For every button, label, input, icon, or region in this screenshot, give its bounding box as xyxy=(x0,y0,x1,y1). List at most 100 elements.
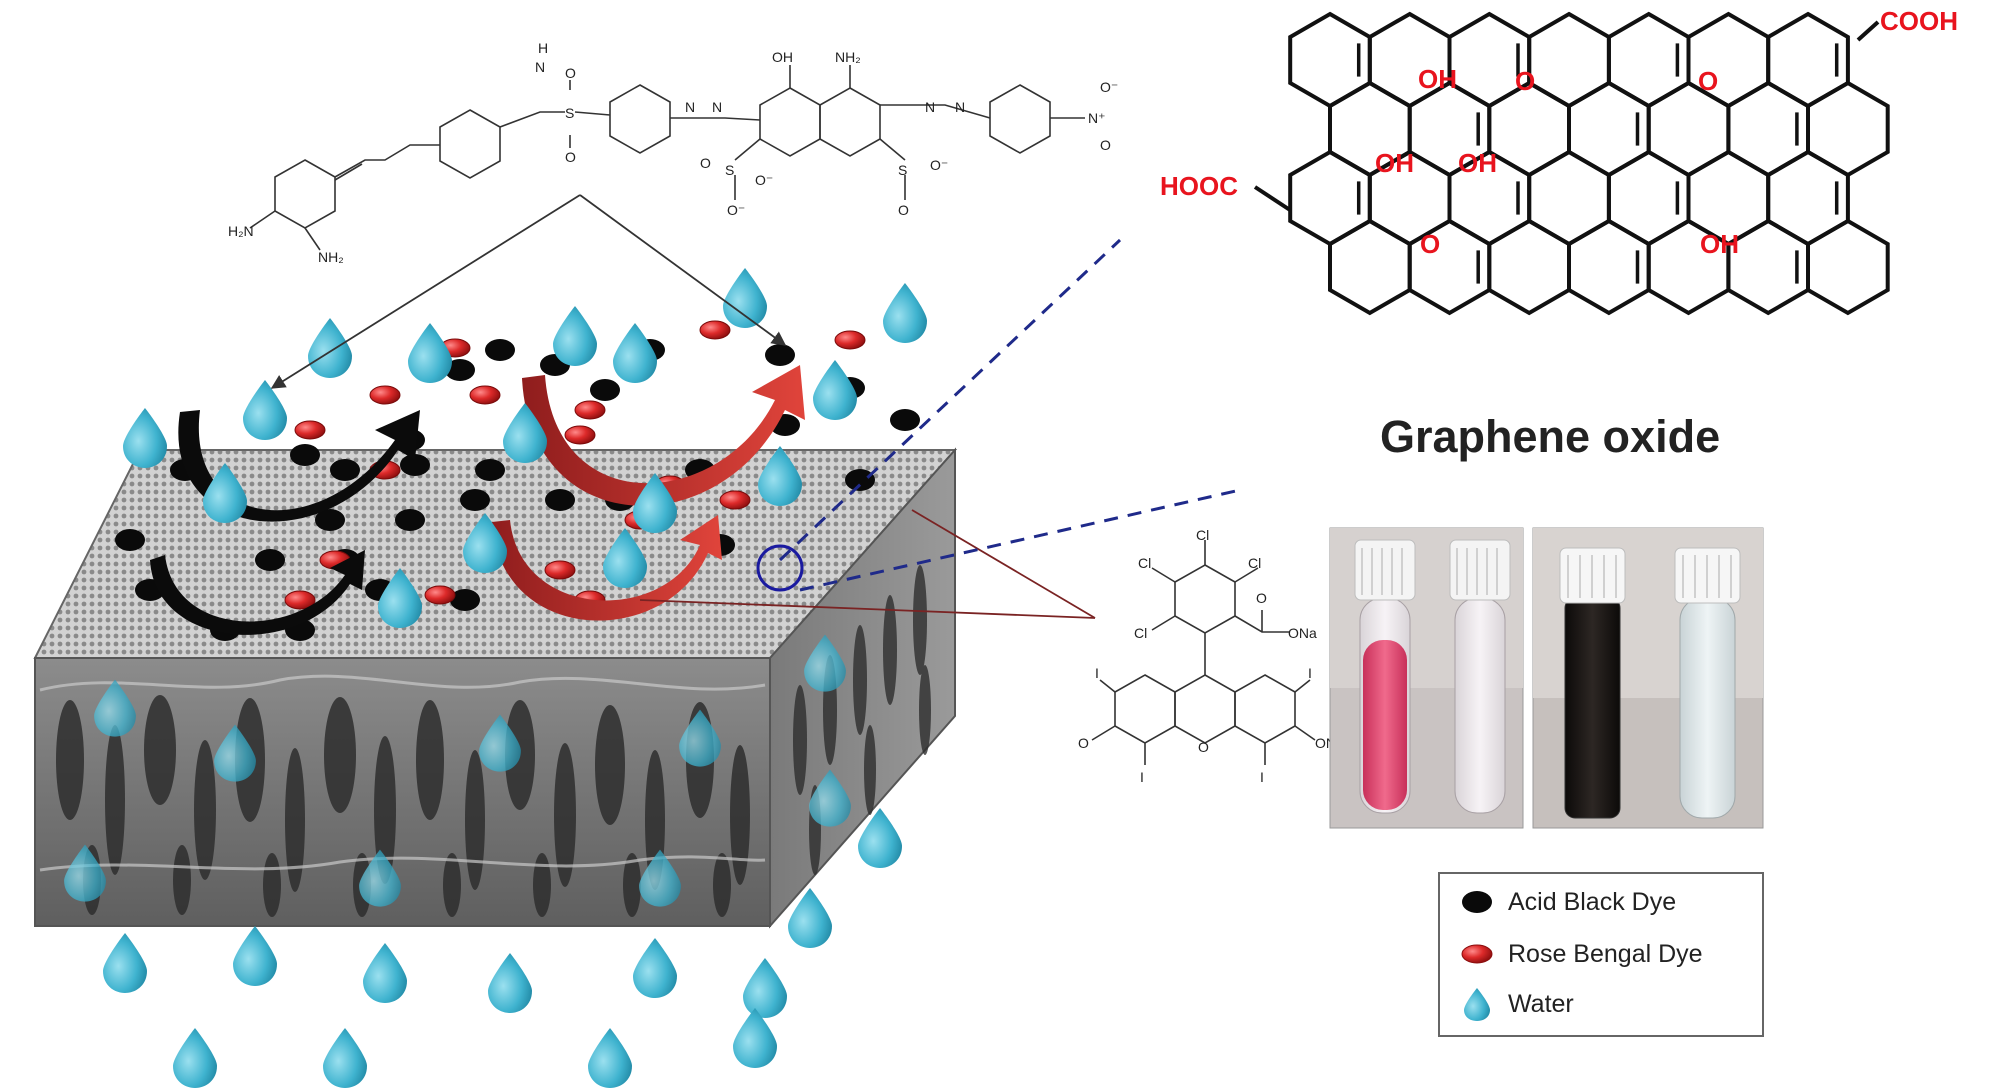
rose-bengal-particle xyxy=(424,585,456,605)
rb-atom-cl-4: Cl xyxy=(1134,625,1147,641)
rose-bengal-particle-icon xyxy=(1461,944,1493,964)
rose-bengal-particle xyxy=(469,385,501,405)
atom-nh2-ring1: NH₂ xyxy=(318,249,344,265)
atom-n-plus: N⁺ xyxy=(1088,110,1106,126)
rb-atom-ona-1: ONa xyxy=(1288,625,1317,641)
ab-ring-6 xyxy=(989,84,1051,154)
water-drop-icon xyxy=(758,446,802,506)
rose-bengal-particle xyxy=(564,425,596,445)
water-drop-icon xyxy=(363,943,407,1003)
atom-o-bottom: O xyxy=(565,149,576,165)
acid-black-particle xyxy=(450,589,480,611)
go-epoxy-2: O xyxy=(1698,66,1718,96)
atom-o-top: O xyxy=(565,65,576,81)
graphene-oxide-structure xyxy=(1253,11,1890,316)
acid-black-particle xyxy=(545,489,575,511)
rb-atom-i-4: I xyxy=(1260,769,1264,785)
acid-black-particle xyxy=(400,454,430,476)
water-drop-icon xyxy=(123,408,167,468)
rose-bengal-dye-structure xyxy=(1091,540,1316,765)
water-drop-icon xyxy=(639,849,681,907)
cooh-bond xyxy=(1253,185,1292,212)
vial-photo-acid-black xyxy=(1532,527,1764,829)
legend: Acid Black Dye Rose Bengal Dye Water xyxy=(1438,872,1764,1037)
water-drop-icon xyxy=(503,403,547,463)
rb-atom-o-carbonyl: O xyxy=(1256,590,1267,606)
atom-n: N xyxy=(535,59,545,75)
water-drop-icon xyxy=(723,268,767,328)
red-rejection-arrow-upper xyxy=(522,365,805,506)
water-drop-icon xyxy=(633,473,677,533)
atom-s: S xyxy=(565,105,574,121)
graphene-hexagon xyxy=(1328,218,1412,316)
graphene-hexagon xyxy=(1806,218,1890,316)
water-drop-icon xyxy=(883,283,927,343)
water-drop-icon xyxy=(479,714,521,772)
rose-bengal-particle xyxy=(544,560,576,580)
rb-atom-cl-3: Cl xyxy=(1248,555,1261,571)
acid-black-rejection-arrows xyxy=(150,410,420,635)
go-epoxy-3: O xyxy=(1420,229,1440,259)
acid-black-particle xyxy=(395,509,425,531)
water-drop-icon xyxy=(64,844,106,902)
water-drop-icon xyxy=(408,323,452,383)
water-drop-icon xyxy=(359,849,401,907)
acid-black-dye-structure xyxy=(249,65,1085,251)
atom-s-sulfo-1: S xyxy=(725,162,734,178)
water-drops-feed xyxy=(123,268,927,628)
atom-n-azo-2: N xyxy=(712,99,722,115)
ab-ring-4 xyxy=(759,87,821,157)
rose-bengal-particle xyxy=(699,320,731,340)
water-drop-icon xyxy=(788,888,832,948)
zoom-circle xyxy=(756,544,804,592)
rose-bengal-pointer-lines xyxy=(639,509,1096,619)
black-rejection-arrow-lower xyxy=(150,550,365,635)
water-drop-icon xyxy=(858,808,902,868)
rose-bengal-rejection-arrows xyxy=(492,365,805,621)
rb-atom-o-ring: O xyxy=(1198,739,1209,755)
water-drop-icon xyxy=(804,634,846,692)
water-drop-icon xyxy=(733,1008,777,1068)
red-rejection-arrow-lower xyxy=(492,515,722,621)
rose-bengal-atoms: Cl Cl Cl Cl O ONa I I O O I I ONa xyxy=(1078,527,1344,785)
rb-atom-cl-1: Cl xyxy=(1138,555,1151,571)
rb-atom-o-keto: O xyxy=(1078,735,1089,751)
legend-item-rose-bengal: Rose Bengal Dye xyxy=(1460,936,1703,972)
go-oh-1: OH xyxy=(1418,64,1457,94)
embedded-water-drops xyxy=(64,634,851,907)
atom-o-minus-nitro: O⁻ xyxy=(1100,79,1118,95)
water-drop-icon xyxy=(743,958,787,1018)
water-drop-icon xyxy=(243,380,287,440)
graphene-oxide-functional-groups: COOH HOOC OH O O OH OH O OH xyxy=(1160,6,1958,259)
acid-black-particle xyxy=(765,344,795,366)
rb-atom-i-1: I xyxy=(1095,665,1099,681)
water-drop-icon xyxy=(173,1028,217,1088)
water-drop-icon xyxy=(203,463,247,523)
atom-o-sulfo-1b: O⁻ xyxy=(755,172,773,188)
water-drop-icon xyxy=(813,360,857,420)
go-cooh-left: HOOC xyxy=(1160,171,1238,201)
rb-atom-i-2: I xyxy=(1308,665,1312,681)
water-drop-icon xyxy=(588,1028,632,1088)
rb-atom-i-3: I xyxy=(1140,769,1144,785)
rose-bengal-particle xyxy=(284,590,316,610)
atom-h2n: H₂N xyxy=(228,223,254,239)
atom-o-sulfo-1c: O⁻ xyxy=(727,202,745,218)
cooh-bond xyxy=(1856,20,1880,42)
atom-n-azo-4: N xyxy=(955,99,965,115)
water-drop-icon xyxy=(633,938,677,998)
go-oh-3: OH xyxy=(1458,148,1497,178)
legend-label-rose-bengal: Rose Bengal Dye xyxy=(1508,939,1703,968)
ab-ring-5 xyxy=(819,87,881,157)
rose-bengal-particle xyxy=(834,330,866,350)
go-oh-2: OH xyxy=(1375,148,1414,178)
zoom-dashed-lines xyxy=(778,238,1241,592)
water-drops-permeate xyxy=(103,808,902,1088)
acid-black-particle xyxy=(460,489,490,511)
atom-o-sulfo-2b: O xyxy=(898,202,909,218)
legend-label-water: Water xyxy=(1508,989,1574,1018)
acid-black-particle xyxy=(255,549,285,571)
water-drop-icon xyxy=(214,724,256,782)
atom-n-azo-1: N xyxy=(685,99,695,115)
